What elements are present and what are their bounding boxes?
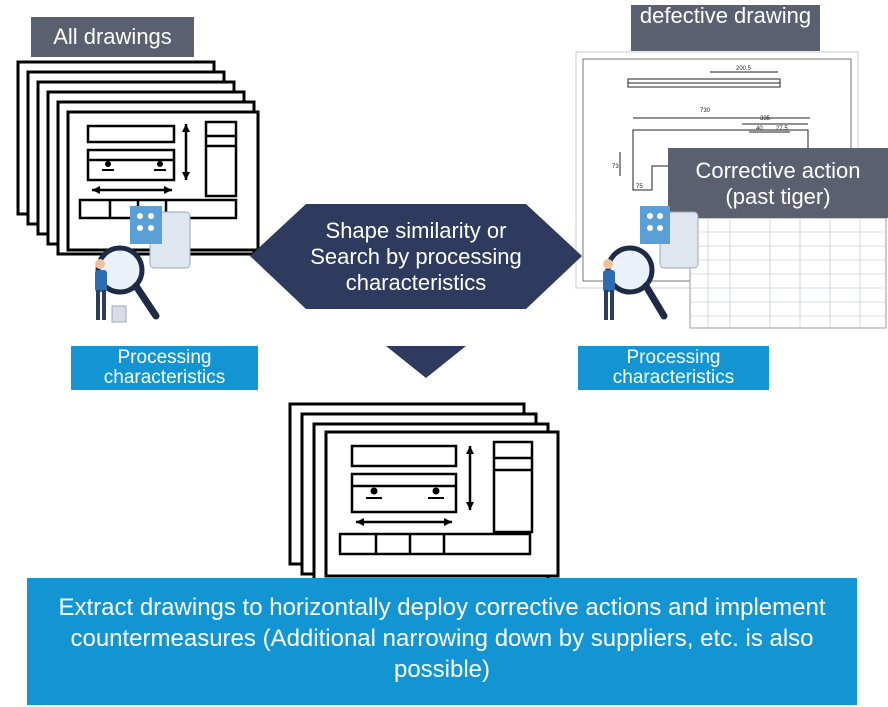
down-arrow-icon xyxy=(386,346,466,378)
defective-drawing-label: defective drawing xyxy=(631,5,820,51)
corrective-action-label: Corrective action (past tiger) xyxy=(668,148,888,218)
all-drawings-label: All drawings xyxy=(31,17,194,57)
extract-drawings-banner: Extract drawings to horizontally deploy … xyxy=(27,578,857,705)
svg-text:730: 730 xyxy=(700,108,711,114)
processing-characteristics-left-label: Processing characteristics xyxy=(71,346,258,390)
svg-text:200.5: 200.5 xyxy=(736,66,752,72)
search-method-text: Shape similarity or Search by processing… xyxy=(310,218,522,295)
svg-text:40: 40 xyxy=(756,126,763,132)
processing-characteristics-right-label: Processing characteristics xyxy=(578,346,769,390)
svg-text:27.5: 27.5 xyxy=(776,126,788,132)
svg-text:73: 73 xyxy=(612,164,619,170)
svg-text:335: 335 xyxy=(760,116,771,122)
svg-text:75: 75 xyxy=(636,184,643,190)
